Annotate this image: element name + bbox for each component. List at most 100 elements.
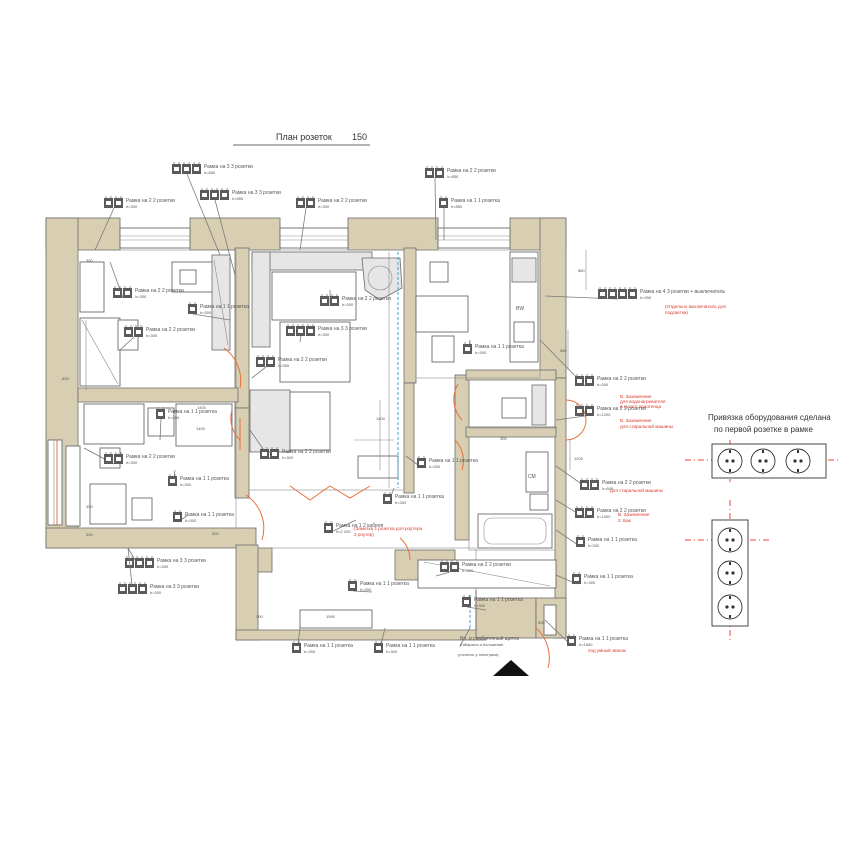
callout-label: Рамка на 1 1 розетка: [579, 636, 628, 642]
callout-label: Рамка на 2 2 розетки: [278, 357, 327, 363]
dimension-lines: 300 600 1400 1400 1400 1590 900 880 580 …: [62, 250, 587, 625]
red-note-bath-6: В. Заземление: [618, 512, 650, 517]
red-note-bath-3: и сухого полотенца: [620, 404, 662, 409]
dim-3: 1400: [197, 405, 207, 410]
dim-5: 1400: [376, 416, 386, 421]
dim-10: 1200: [574, 456, 584, 461]
red-notes: (Отдельно выключатель для подсветки) (За…: [354, 304, 726, 653]
outlet-icon: [717, 448, 743, 474]
callout-height: h=300: [304, 649, 316, 654]
dim-13: 300: [538, 620, 545, 625]
callout-height: h=300: [150, 590, 162, 595]
dim-1: 300: [86, 258, 93, 263]
dim-9: 580: [560, 348, 567, 353]
reference-block: Привязка оборудования сделана по первой …: [685, 413, 840, 640]
callout-height: h=300: [168, 415, 180, 420]
doors: [223, 347, 587, 669]
callout-label: Рамка на 2 2 розетки: [135, 288, 184, 294]
entrance-arrow: [493, 660, 529, 676]
callout-label: Рамка на 4 3 розетки + выключатель: [640, 289, 726, 295]
washing-machine-label: СМ: [528, 474, 536, 480]
dim-7: 900: [212, 531, 219, 536]
callout-height: h=300: [318, 204, 330, 209]
callout-label: Рамка на 1 1 розетка: [185, 512, 234, 518]
callout-height: h=300: [278, 363, 290, 368]
callout-height: h=850: [447, 174, 459, 179]
callout-label: Рамка на 2 2 розетки: [597, 376, 646, 382]
red-note-tv: (Заметка 1 розетка для роутера: [354, 526, 422, 531]
callout-height: h=300: [597, 382, 609, 387]
callout-height: h=300: [318, 332, 330, 337]
red-note-kitchen-2: подсветки): [665, 310, 688, 315]
dim-11: 300: [86, 532, 93, 537]
red-note-tv-2: 2 роутер): [354, 532, 374, 537]
red-note-bath-2: для водонагревателя: [620, 399, 666, 404]
callout-label: Рамка на 1 1 розетка: [395, 494, 444, 500]
outlet-icon: [785, 448, 811, 474]
outlet-icon: [717, 560, 743, 586]
callout-label: Рамка на 1 1 розетка: [429, 458, 478, 464]
reference-note-line1: Привязка оборудования сделана: [708, 413, 831, 422]
callout-height: h=300: [282, 455, 294, 460]
callout-height: h=300: [200, 310, 212, 315]
callout-label: Рамка на 2 2 розетки: [602, 480, 651, 486]
outlet-icon: [717, 527, 743, 553]
callout-height: h=300: [360, 587, 372, 592]
callout-label: Рамка на 1 1 розетка: [584, 574, 633, 580]
callout-height: h=1200: [597, 412, 611, 417]
red-note-hall: под умный звонок: [588, 647, 627, 653]
callout-label: Рамка на 2 2 розетки: [318, 198, 367, 204]
red-note-bath-5: для стиральной машины: [620, 423, 673, 429]
callout-height: (габариты и положение: [460, 642, 504, 647]
callout-height: h=300: [342, 302, 354, 307]
outlet-icon: [750, 448, 776, 474]
callout-height: h=300: [180, 482, 192, 487]
callout-label: Рамка на 2 2 розетки: [126, 454, 175, 460]
callout-label: Рамка на 1 1 розетка: [451, 198, 500, 204]
room-bathroom: СМ: [468, 379, 556, 551]
callout-height: h=300: [157, 564, 169, 569]
callout-label: Рамка на 2 2 розетки: [447, 168, 496, 174]
callout-label: Рамка на 2 2 розетки: [342, 296, 391, 302]
dim-15: 300: [86, 504, 93, 509]
callout-height: h=850: [232, 196, 244, 201]
callout-height: h=950: [640, 295, 652, 300]
reference-note-line2: по первой розетке в рамке: [714, 425, 813, 434]
dim-12: 300: [256, 614, 263, 619]
callout-label: Рамка на 2 2 розетки: [146, 327, 195, 333]
callout-height: h=600: [602, 486, 614, 491]
plan-title: План розеток: [276, 132, 332, 142]
dim-14: 300: [500, 436, 507, 441]
red-note-bath-7: 2. Бак: [618, 518, 632, 523]
callout-label: Рамка на 3 3 розетки: [150, 584, 199, 590]
callout-height: h=300: [386, 649, 398, 654]
callout-height: h=850: [204, 170, 216, 175]
callout-height: h=300: [429, 464, 441, 469]
room-kitchen: BW: [415, 249, 541, 379]
red-note-bath-1: В. Заземление: [620, 394, 652, 399]
callout-label: Рамка на 1 1 розетка: [200, 304, 249, 310]
